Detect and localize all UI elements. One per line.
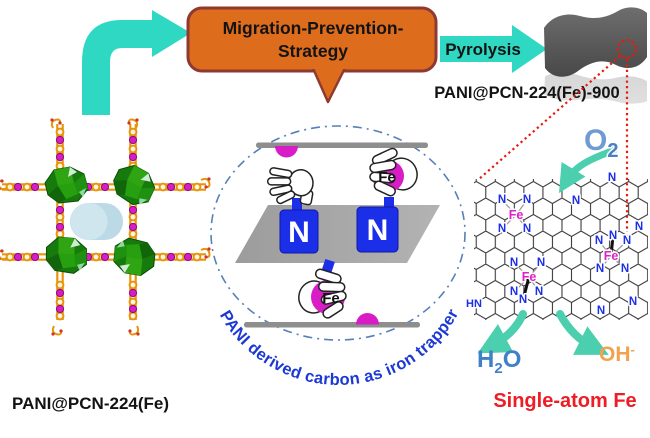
n-atom-label: N bbox=[609, 230, 617, 242]
n-atom-label: N bbox=[621, 263, 629, 275]
zoom-circle-icon bbox=[617, 39, 637, 59]
n-stub-left bbox=[292, 198, 302, 212]
n-box-right-label: N bbox=[367, 214, 389, 247]
n-box-left bbox=[279, 209, 319, 254]
fe-atom-label: Fe bbox=[604, 249, 619, 263]
fe-dome-bottom bbox=[356, 313, 379, 325]
fe-ball-top-label: Fe bbox=[378, 169, 396, 186]
oh-outlet-arrow-icon bbox=[556, 310, 609, 355]
mof-chain-end bbox=[127, 325, 141, 337]
fe-atom-label: Fe bbox=[522, 270, 537, 284]
hn-atom-label: HN bbox=[466, 298, 482, 310]
mof-pore-cylinder bbox=[70, 203, 123, 240]
n-atom-label: N bbox=[595, 235, 603, 247]
n-atom-label: N bbox=[510, 286, 518, 298]
fe-n-bond bbox=[515, 199, 528, 216]
strategy-title-line1: Migration-Prevention- bbox=[223, 18, 404, 38]
n-atom-label: N bbox=[498, 223, 506, 235]
mof-chain-end bbox=[200, 246, 212, 260]
n-atom-label: N bbox=[596, 263, 604, 275]
fe-n-bond bbox=[610, 240, 628, 257]
trap-curved-caption: PANI derived carbon as iron trapper bbox=[216, 306, 462, 389]
n-atom-label: N bbox=[523, 223, 531, 235]
fe-n-bond bbox=[513, 262, 530, 278]
fe-n-bond bbox=[501, 199, 517, 216]
n-atom-label: N bbox=[510, 257, 518, 269]
dashed-circle-icon bbox=[210, 125, 466, 341]
n-atom-label: N bbox=[519, 294, 527, 306]
n-atom-label: N bbox=[572, 195, 580, 207]
mof-label: PANI@PCN-224(Fe) bbox=[12, 394, 169, 413]
fe-atom-label: Fe bbox=[509, 208, 524, 222]
n-box-left-label: N bbox=[288, 216, 310, 249]
n-atom-label: N bbox=[535, 286, 543, 298]
pyrolysis-arrow: Pyrolysis bbox=[440, 25, 547, 73]
glove-hand-grab-bottom bbox=[298, 268, 347, 319]
carbon-layer-bottom bbox=[244, 322, 420, 328]
o2-label: O2 bbox=[584, 124, 618, 162]
zoom-annotation bbox=[478, 39, 637, 232]
fe-dome-top bbox=[275, 146, 298, 158]
fe-n-bond bbox=[501, 214, 517, 230]
mof-chain-end bbox=[126, 117, 140, 129]
elbow-arrow-icon bbox=[82, 10, 191, 115]
fe-ball-bottom-label: Fe bbox=[322, 290, 340, 307]
n-stub-right bbox=[384, 197, 394, 209]
zoom-guide-line-diagonal bbox=[478, 55, 621, 180]
product-label: PANI@PCN-224(Fe)-900 bbox=[434, 84, 619, 102]
n-box-right bbox=[356, 206, 399, 253]
mof-linker-chain-vertical-2 bbox=[128, 124, 138, 321]
o2-inlet-arrow-icon bbox=[558, 146, 618, 194]
glove-hand-open bbox=[266, 167, 314, 206]
fe-n-bond bbox=[610, 255, 626, 270]
trap-circle: N N Fe bbox=[210, 125, 466, 389]
n-atom-label: N bbox=[608, 172, 616, 184]
mof-metal-cluster bbox=[107, 232, 161, 282]
mof-chain-end bbox=[200, 176, 212, 190]
mof-linker-chain-vertical-1 bbox=[55, 124, 65, 321]
fe-n-bond bbox=[598, 240, 612, 257]
n-atom-label: N bbox=[523, 194, 531, 206]
fe-n-bond bbox=[513, 276, 530, 293]
mof-metal-cluster bbox=[105, 156, 163, 214]
mof-linker-chain-horizontal-2 bbox=[2, 252, 206, 262]
n-atom-label: N bbox=[537, 257, 545, 269]
carbon-layer-top bbox=[256, 142, 428, 148]
strategy-bubble: Migration-Prevention- Strategy bbox=[186, 6, 438, 104]
fe-n-bond bbox=[609, 235, 615, 257]
n-atom-label: N bbox=[597, 305, 605, 317]
glove-hand-grab-top: Fe bbox=[369, 147, 418, 197]
fe-n-bond bbox=[528, 262, 542, 278]
h2o-label: H2O bbox=[477, 346, 521, 377]
n-atom-label: N bbox=[635, 221, 643, 233]
mof-structure bbox=[0, 117, 212, 337]
n-atom-label: N bbox=[498, 194, 506, 206]
nitrogen-plane bbox=[235, 205, 440, 263]
mof-chain-end bbox=[50, 325, 64, 337]
single-atom-label: Single-atom Fe bbox=[493, 390, 636, 412]
n-atom-label: N bbox=[629, 296, 637, 308]
carbon-sheet bbox=[544, 7, 647, 104]
hexagonal-carbon-network bbox=[474, 179, 648, 320]
fe-n-bond bbox=[521, 276, 531, 301]
strategy-title-line2: Strategy bbox=[278, 41, 348, 61]
mof-metal-cluster bbox=[44, 166, 89, 204]
pyrolysis-label: Pyrolysis bbox=[445, 40, 521, 59]
fe-n-bond bbox=[528, 276, 540, 293]
n-atom-label: N bbox=[623, 235, 631, 247]
h2o-outlet-arrow-icon bbox=[477, 310, 527, 354]
mof-chain-end bbox=[49, 117, 63, 129]
fe-n-bond bbox=[599, 255, 612, 270]
fe-n-bond bbox=[515, 214, 528, 230]
oh-label: OH- bbox=[599, 342, 635, 366]
mof-linker-chain-horizontal-1 bbox=[2, 182, 206, 192]
